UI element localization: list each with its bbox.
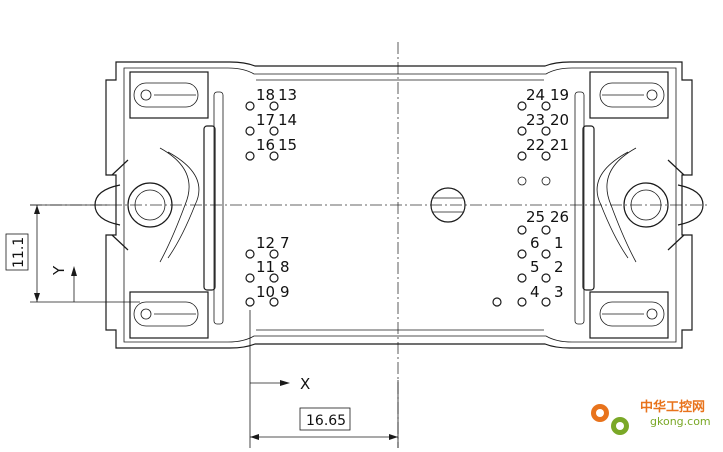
contact-label: 5 — [530, 258, 540, 276]
lug-top-right — [589, 71, 669, 119]
lug-bottom-left — [129, 291, 209, 339]
contact-label: 12 — [256, 234, 275, 252]
contact-label: 20 — [550, 111, 569, 129]
watermark-domain: gkong.com — [650, 415, 711, 428]
contact-holes — [245, 101, 551, 307]
contact-hole — [541, 249, 551, 259]
contact-label: 19 — [550, 86, 569, 104]
contact-hole — [245, 273, 255, 283]
contact-hole — [269, 273, 279, 283]
contact-hole — [517, 273, 527, 283]
contact-hole — [269, 101, 279, 111]
guide-bar-right-inner — [574, 91, 585, 325]
dimension-vertical: 11.1 — [5, 204, 140, 303]
contact-label: 24 — [526, 86, 545, 104]
contact-hole — [517, 297, 527, 307]
contact-hole — [517, 101, 527, 111]
contact-label: 15 — [278, 136, 297, 154]
y-axis-indicator: Y — [50, 265, 77, 302]
contact-hole — [517, 151, 527, 161]
contact-label: 11 — [256, 258, 275, 276]
contact-hole — [541, 297, 551, 307]
contact-label: 25 — [526, 208, 545, 226]
contact-hole — [245, 151, 255, 161]
contact-label: 23 — [526, 111, 545, 129]
coding-hole — [430, 187, 466, 223]
y-axis-label: Y — [50, 265, 68, 276]
contact-hole — [245, 101, 255, 111]
contact-hole — [517, 249, 527, 259]
guide-bar-left-inner — [213, 91, 224, 325]
contact-hole — [269, 297, 279, 307]
contact-label: 9 — [280, 283, 290, 301]
guide-bar-left-outer — [203, 125, 216, 291]
contact-label: 16 — [256, 136, 275, 154]
contact-labels: 18 13 17 14 16 15 12 7 11 8 10 9 24 19 2… — [256, 86, 569, 301]
contact-hole — [245, 297, 255, 307]
contact-label: 22 — [526, 136, 545, 154]
contact-label: 1 — [554, 234, 564, 252]
x-axis-indicator: X — [250, 375, 310, 393]
contact-label: 14 — [278, 111, 297, 129]
lug-top-left — [129, 71, 209, 119]
contact-label: 6 — [530, 234, 540, 252]
contact-hole — [245, 126, 255, 136]
contact-hole — [245, 249, 255, 259]
contact-hole — [541, 273, 551, 283]
dimension-horizontal: 16.65 — [249, 310, 399, 448]
contact-hole — [269, 151, 279, 161]
contact-label: 3 — [554, 283, 564, 301]
contact-label: 10 — [256, 283, 275, 301]
contact-hole — [269, 249, 279, 259]
contact-label: 13 — [278, 86, 297, 104]
contact-label: 18 — [256, 86, 275, 104]
x-axis-label: X — [300, 375, 310, 393]
contact-hole — [541, 151, 551, 161]
housing-outline — [105, 61, 693, 349]
contact-hole-unused — [517, 176, 527, 186]
contact-hole — [541, 225, 551, 235]
contact-label: 8 — [280, 258, 290, 276]
lug-bottom-right — [589, 291, 669, 339]
dimension-value-horizontal: 16.65 — [306, 413, 346, 429]
guide-bar-right-outer — [582, 125, 595, 291]
contact-label: 2 — [554, 258, 564, 276]
watermark-name: 中华工控网 — [640, 399, 705, 415]
contact-hole — [517, 225, 527, 235]
contact-hole — [541, 126, 551, 136]
watermark-logo: 中华工控网 gkong.com — [591, 399, 711, 435]
contact-hole — [517, 126, 527, 136]
latch-right — [596, 147, 704, 263]
contact-label: 26 — [550, 208, 569, 226]
contact-hole-unused — [541, 176, 551, 186]
dimension-value-vertical: 11.1 — [11, 237, 27, 268]
contact-label: 4 — [530, 283, 540, 301]
contact-hole — [492, 297, 502, 307]
contact-hole — [269, 126, 279, 136]
gear-icon — [591, 404, 629, 435]
contact-label: 17 — [256, 111, 275, 129]
contact-label: 21 — [550, 136, 569, 154]
contact-hole — [541, 101, 551, 111]
contact-label: 7 — [280, 234, 290, 252]
